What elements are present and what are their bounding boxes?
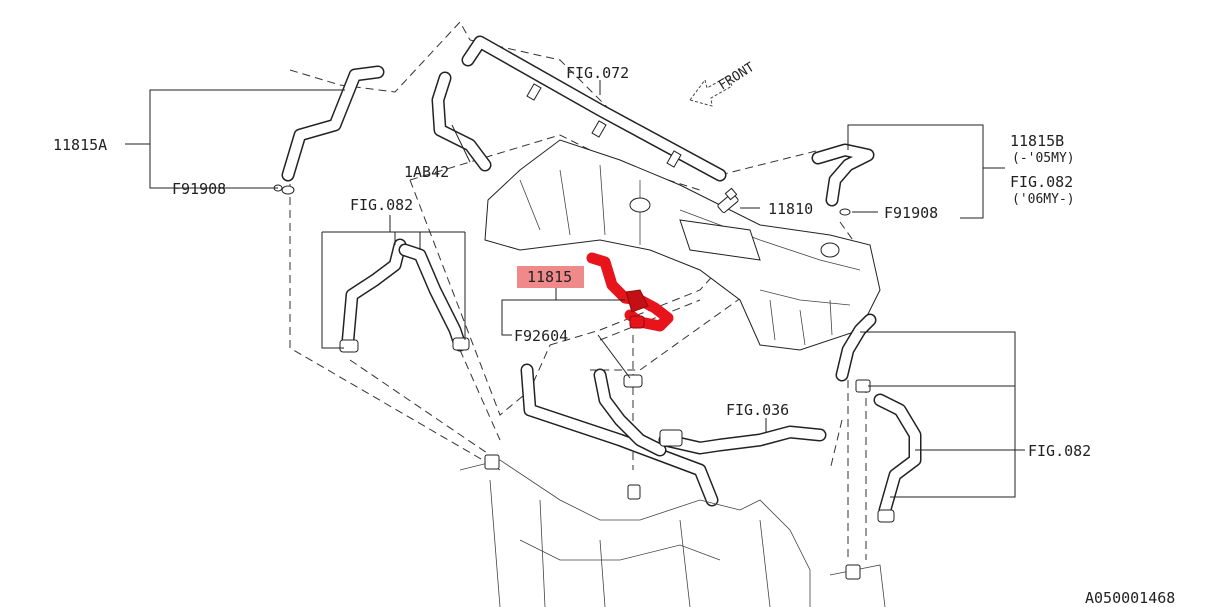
hose-1AB42	[431, 71, 492, 172]
label-F92604[interactable]: F92604	[514, 327, 568, 345]
label-11810[interactable]: 11810	[768, 200, 813, 218]
label-11815A[interactable]: 11815A	[53, 136, 107, 154]
hose-fig082-left	[339, 238, 470, 353]
hose-fig036	[520, 363, 827, 507]
label-11815[interactable]: 11815	[527, 268, 572, 286]
figure-code: A050001468	[1085, 589, 1175, 607]
highlighted-hose-11815[interactable]	[586, 252, 674, 332]
hose-11815A	[273, 65, 385, 195]
label-FIG036[interactable]: FIG.036	[726, 401, 789, 419]
front-arrow	[689, 75, 733, 107]
label-front: FRONT	[716, 60, 757, 94]
label-06MY: ('06MY-)	[1012, 192, 1075, 207]
highlight-label-bg	[517, 266, 584, 288]
label-FIG082-right[interactable]: FIG.082	[1010, 173, 1073, 191]
label-FIG072[interactable]: FIG.072	[566, 64, 629, 82]
clip-F92604	[623, 374, 643, 388]
label-FIG082-lower[interactable]: FIG.082	[1028, 442, 1091, 460]
callout-labels: 11815A F91908 FIG.072 FRONT 1AB42 FIG.08…	[53, 60, 1175, 607]
label-11815B[interactable]: 11815B	[1010, 132, 1064, 150]
pcv-valve-11810	[717, 187, 739, 213]
label-F91908-right[interactable]: F91908	[884, 204, 938, 222]
label-F91908-left[interactable]: F91908	[172, 180, 226, 198]
hose-11815B	[811, 143, 875, 216]
label-FIG082-left[interactable]: FIG.082	[350, 196, 413, 214]
hose-fig082-right	[835, 313, 922, 523]
fig072-hose	[461, 35, 727, 182]
leader-lines	[125, 80, 1025, 498]
engine-block	[459, 454, 886, 607]
intake-manifold	[484, 139, 881, 351]
label-05MY: (-'05MY)	[1012, 151, 1075, 166]
label-1AB42[interactable]: 1AB42	[404, 163, 449, 181]
